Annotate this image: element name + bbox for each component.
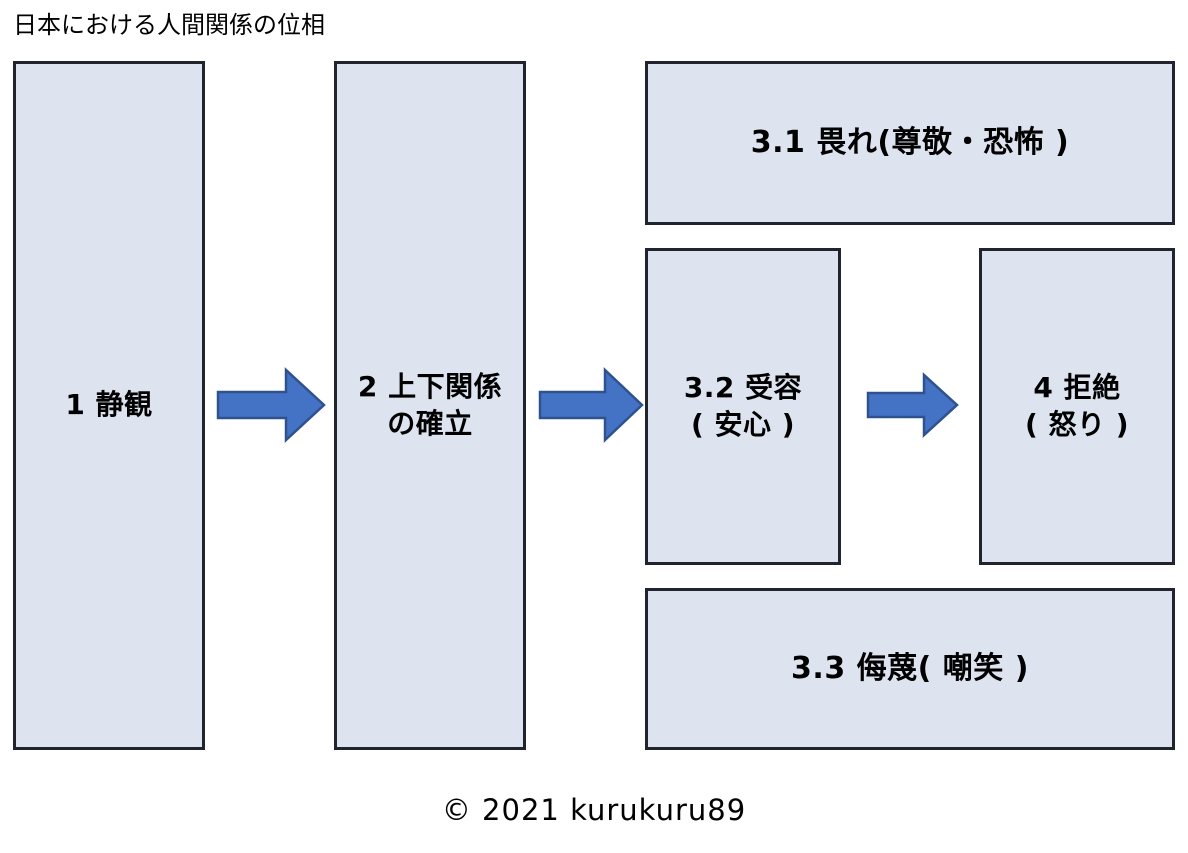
node-3-2-label: 3.2 受容 ( 安心 ): [683, 370, 803, 441]
node-1-label: 1 静観: [65, 388, 153, 422]
copyright-footer: © 2021 kurukuru89: [441, 793, 747, 827]
node-3-3-bubetsu[interactable]: 3.3 侮蔑( 嘲笑 ): [645, 588, 1175, 750]
node-4-label: 4 拒絶 ( 怒り ): [1024, 370, 1130, 441]
node-3-2-juyou[interactable]: 3.2 受容 ( 安心 ): [645, 248, 841, 565]
node-3-1-osore[interactable]: 3.1 畏れ(尊敬・恐怖 ): [645, 61, 1175, 225]
node-1-seikan[interactable]: 1 静観: [13, 61, 205, 750]
node-3-3-label: 3.3 侮蔑( 嘲笑 ): [791, 651, 1029, 687]
arrow-right-shape-3: [866, 372, 959, 438]
node-3-1-label: 3.1 畏れ(尊敬・恐怖 ): [750, 125, 1070, 161]
page-title: 日本における人間関係の位相: [13, 11, 325, 39]
arrow-right-icon-3: [866, 372, 959, 438]
arrow-right-icon-1: [216, 367, 326, 443]
arrow-right-shape-1: [216, 367, 326, 443]
node-2-label: 2 上下関係 の確立: [357, 369, 503, 440]
arrow-right-shape-2: [538, 367, 644, 443]
node-4-kyozetsu[interactable]: 4 拒絶 ( 怒り ): [979, 248, 1175, 565]
node-2-joge-kankei[interactable]: 2 上下関係 の確立: [334, 61, 526, 750]
arrow-right-icon-2: [538, 367, 644, 443]
